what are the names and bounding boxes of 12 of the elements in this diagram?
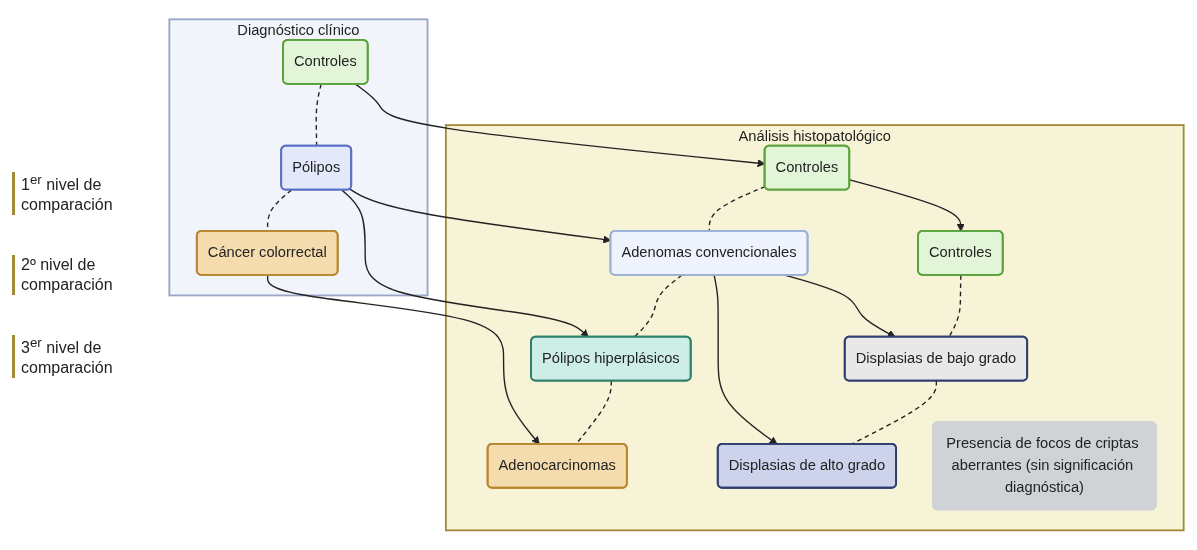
arrow bbox=[849, 179, 965, 232]
arrow bbox=[341, 189, 589, 338]
level-label: 2º nivel de comparación bbox=[12, 255, 162, 295]
connector bbox=[948, 274, 962, 338]
arrow bbox=[713, 274, 778, 445]
level-label: 1$^{er}$ nivel de comparación bbox=[12, 171, 162, 215]
connector bbox=[708, 186, 766, 233]
connector bbox=[633, 274, 683, 338]
arrow bbox=[784, 274, 896, 338]
arrow bbox=[266, 274, 540, 445]
level-label: 3$^{er}$ nivel de comparación bbox=[12, 335, 162, 379]
connector bbox=[315, 83, 322, 147]
